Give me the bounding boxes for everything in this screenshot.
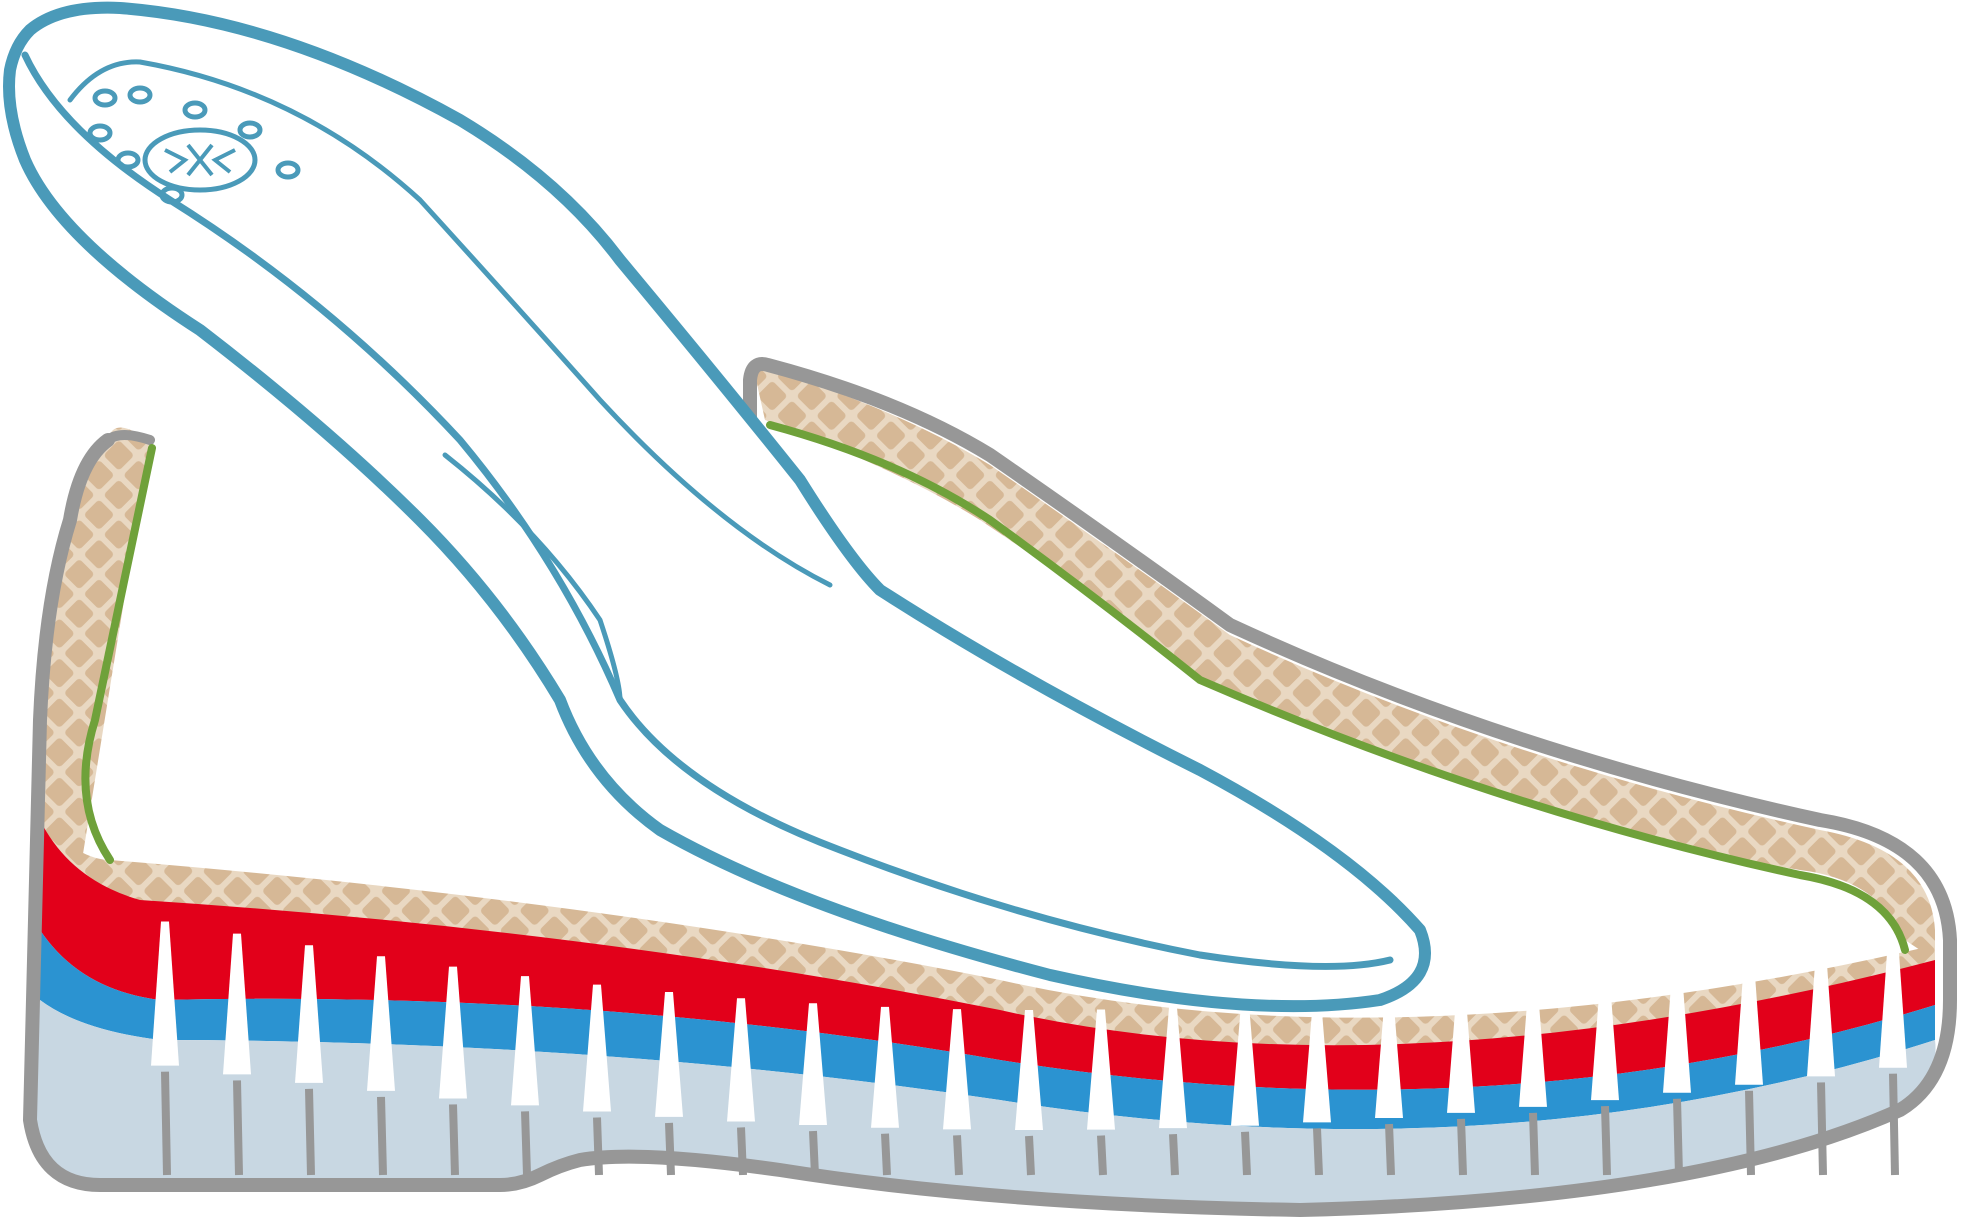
sole-grid-line bbox=[1029, 1136, 1031, 1175]
sole-grid-line bbox=[309, 1089, 311, 1175]
sole-grid-line bbox=[1389, 1124, 1391, 1175]
heel-inner-outline bbox=[108, 435, 150, 440]
sole-grid-line bbox=[237, 1080, 239, 1175]
sole-grid-line bbox=[525, 1111, 527, 1175]
sole-grid-line bbox=[165, 1072, 167, 1175]
sole-grid-line bbox=[1245, 1132, 1247, 1175]
sole-grid-line bbox=[453, 1104, 455, 1175]
sole-grid-line bbox=[1893, 1074, 1895, 1175]
sole-grid-line bbox=[1461, 1119, 1463, 1175]
sole-grid-line bbox=[381, 1097, 383, 1175]
sole-grid-line bbox=[1101, 1136, 1103, 1175]
sole-grid-line bbox=[1821, 1082, 1823, 1175]
sole-grid-line bbox=[1533, 1113, 1535, 1175]
sole-grid-line bbox=[1605, 1106, 1607, 1175]
sole-grid-line bbox=[597, 1118, 599, 1175]
sole-grid-line bbox=[1173, 1134, 1175, 1175]
sole-grid-line bbox=[1317, 1128, 1319, 1175]
sole-grid-line bbox=[1677, 1099, 1679, 1175]
sole-grid-line bbox=[669, 1123, 671, 1175]
sole-grid-line bbox=[957, 1135, 959, 1175]
sole-grid-line bbox=[885, 1134, 887, 1175]
